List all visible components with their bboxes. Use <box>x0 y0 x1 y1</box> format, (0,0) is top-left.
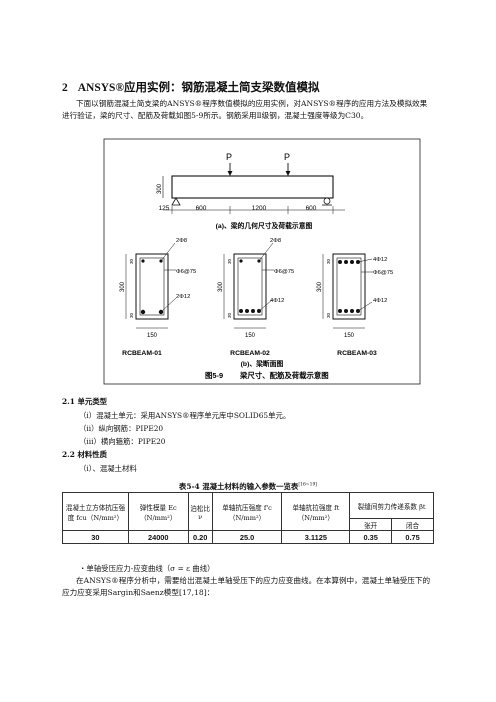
cover-bottom: 30 <box>227 312 232 318</box>
top-bars-label: 2Φ8 <box>270 238 281 244</box>
caption-b: (b)、梁断面图 <box>241 359 284 368</box>
subsection-2-2-number: 2.2 <box>62 450 75 459</box>
item-concrete-material: （i）、混凝土材料 <box>79 464 137 473</box>
material-table: 混凝土立方体抗压强度 fcu（N/mm²） 弹性模量 Ec（N/mm²） 泊松比… <box>62 492 434 544</box>
section-heading: 2 ANSYS®应用实例：钢筋混凝土简支梁数值模拟 <box>62 79 320 95</box>
subsection-2-2: 2.2 材料性质 <box>62 449 107 460</box>
cover-top: 30 <box>129 258 134 264</box>
stirrup-label: Φ6@75 <box>373 270 393 276</box>
table-cell: 3.1125 <box>281 530 351 544</box>
bottom-bars-label: 2Φ12 <box>176 294 190 300</box>
table-cell: 0.75 <box>391 530 434 544</box>
cover-bottom: 30 <box>129 312 134 318</box>
table-ref: [16~19] <box>298 482 318 488</box>
width-dim: 150 <box>147 333 158 339</box>
section-number: 2 <box>62 82 68 94</box>
header-fcu: 混凝土立方体抗压强度 fcu（N/mm²） <box>62 492 129 531</box>
top-bars-label: 4Φ12 <box>373 257 387 263</box>
item-concrete-element: （i）混凝土单元：采用ANSYS®程序单元库中SOLID65单元。 <box>79 411 291 420</box>
dim-125: 125 <box>159 205 170 212</box>
figure-frame <box>103 138 421 385</box>
section-rcbeam-03: 4Φ12 Φ6@75 4Φ12 300 30 30 150 RCBEAM-03 <box>317 253 393 357</box>
header-ec: 弹性模量 Ec（N/mm²） <box>127 492 189 531</box>
beam-height-dim: 300 <box>157 183 163 194</box>
bottom-bars-label: 4Φ12 <box>373 298 387 304</box>
beam-elevation: P P 300 125 600 1200 600 (a)、梁的几何尺寸及荷载示意… <box>157 152 345 230</box>
height-dim: 300 <box>218 281 224 292</box>
subsection-2-1: 2.1 单元类型 <box>62 396 107 407</box>
item-longitudinal-rebar: （ii）纵向钢筋：PIPE20 <box>79 424 164 433</box>
height-dim: 300 <box>317 281 323 292</box>
intro-paragraph: 下面以钢筋混凝土简支梁的ANSYS®程序数值模拟的应用实例，对ANSYS®程序的… <box>62 99 428 120</box>
width-dim: 150 <box>344 333 355 339</box>
stirrup-label: Φ6@75 <box>176 269 196 275</box>
figure-caption-number: 图5-9 <box>205 371 223 380</box>
table-cell: 25.0 <box>211 530 283 544</box>
header-poisson: 泊松比 ν <box>187 492 213 531</box>
header-open: 张开 <box>349 518 393 531</box>
item-stirrup: （iii）横向箍筋：PIPE20 <box>79 437 166 446</box>
dim-600-right: 600 <box>306 205 317 212</box>
table-title-text: 表5-4 混凝土材料的输入参数一览表 <box>178 482 299 491</box>
cover-top: 30 <box>227 258 232 264</box>
support-right <box>323 197 331 205</box>
table-cell: 24000 <box>127 530 189 544</box>
width-dim: 150 <box>245 333 256 339</box>
stirrup-label: Φ6@75 <box>274 269 294 275</box>
subsection-2-2-title: 材料性质 <box>77 450 108 459</box>
table-cell: 30 <box>62 530 129 544</box>
closing-paragraph: 在ANSYS®程序分析中，需要给出混凝土单轴受压下的应力应变曲线。在本算例中，混… <box>62 576 431 597</box>
bullet-stress-strain: ・单轴受压应力-应变曲线（σ = ε 曲线） <box>79 564 215 573</box>
subsection-2-1-title: 单元类型 <box>77 397 108 406</box>
subsection-2-1-number: 2.1 <box>62 397 75 406</box>
header-closed: 闭合 <box>391 518 434 531</box>
load-label-left: P <box>226 152 232 162</box>
bottom-bars-label: 4Φ12 <box>270 298 284 304</box>
top-bars-label: 2Φ8 <box>176 238 187 244</box>
support-left <box>171 197 181 206</box>
header-ft: 单轴抗拉强度 ft（N/mm²） <box>281 492 351 531</box>
caption-a: (a)、梁的几何尺寸及荷载示意图 <box>216 221 313 230</box>
figure-caption-text: 梁尺寸、配筋及荷载示意图 <box>239 371 329 380</box>
section-rcbeam-01: 2Φ8 Φ6@75 2Φ12 300 30 30 150 RCBEAM-01 <box>120 238 196 357</box>
cover-bottom: 30 <box>326 312 331 318</box>
height-dim: 300 <box>120 281 126 292</box>
header-fc: 单轴抗压强度 f'c（N/mm²） <box>211 492 283 531</box>
section-title: ANSYS®应用实例：钢筋混凝土简支梁数值模拟 <box>77 82 320 94</box>
table-title: 表5-4 混凝土材料的输入参数一览表[16~19] <box>0 481 496 492</box>
header-beta: 裂缝间剪力传递系数 βt <box>349 492 434 519</box>
table-cell: 0.20 <box>187 530 213 544</box>
section-name: RCBEAM-01 <box>122 350 162 357</box>
cover-top: 30 <box>326 258 331 264</box>
table-cell: 0.35 <box>349 530 393 544</box>
section-name: RCBEAM-03 <box>337 350 377 357</box>
dim-1200: 1200 <box>252 205 267 212</box>
section-rcbeam-02: 2Φ8 Φ6@75 4Φ12 300 30 30 150 RCBEAM-02 <box>218 238 294 357</box>
beam-body <box>171 175 334 199</box>
section-name: RCBEAM-02 <box>230 350 270 357</box>
load-label-right: P <box>284 152 290 162</box>
dim-600-left: 600 <box>196 205 207 212</box>
